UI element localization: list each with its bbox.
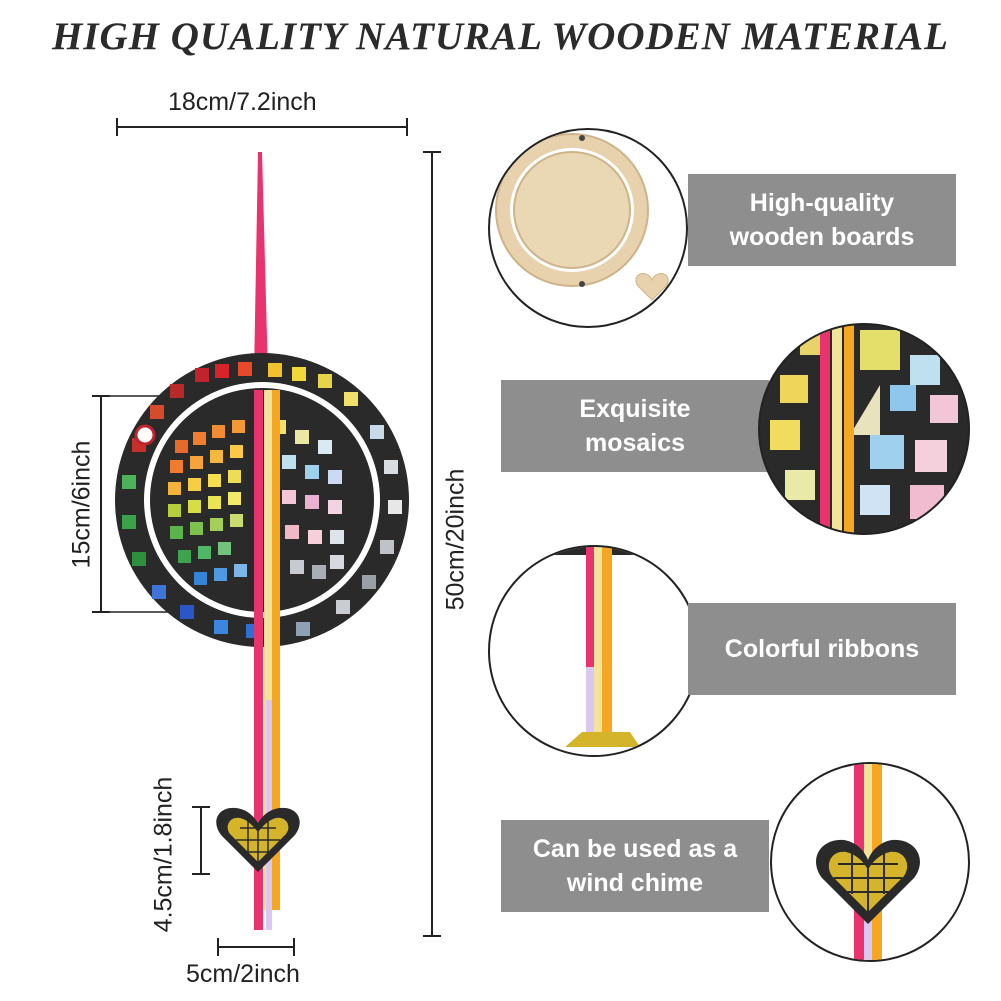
feature-wooden-boards: High-quality wooden boards: [688, 174, 956, 266]
heart-closeup-image: [770, 762, 970, 962]
feature-line: wind chime: [566, 869, 704, 897]
inner-disc-tiles: [168, 420, 344, 585]
feature-mosaics: Exquisite mosaics: [501, 380, 769, 472]
heart-width-label: 5cm/2inch: [186, 960, 300, 988]
feature-line: Colorful ribbons: [724, 635, 920, 663]
feature-line: High-quality: [749, 189, 895, 217]
inner-height-label: 15cm/6inch: [67, 440, 96, 569]
feature-line: wooden boards: [729, 223, 915, 251]
feature-line: mosaics: [584, 429, 686, 457]
pink-ribbon: [254, 390, 263, 930]
feature-line: Exquisite: [579, 395, 691, 423]
heart-height-label: 4.5cm/1.8inch: [149, 776, 178, 933]
outer-width-label: 18cm/7.2inch: [168, 88, 317, 116]
total-length-label: 50cm/20inch: [441, 468, 470, 611]
mosaic-closeup-image: [758, 323, 970, 535]
feature-wind-chime: Can be used as a wind chime: [501, 820, 769, 912]
wooden-board-image: [488, 128, 688, 328]
hanging-ribbon: [254, 152, 268, 375]
page-title: HIGH QUALITY NATURAL WOODEN MATERIAL: [51, 15, 949, 58]
feature-line: Can be used as a: [532, 835, 738, 863]
orange-ribbon: [272, 390, 280, 910]
feature-ribbons: Colorful ribbons: [688, 603, 956, 695]
ribbons-closeup-image: [488, 545, 700, 757]
